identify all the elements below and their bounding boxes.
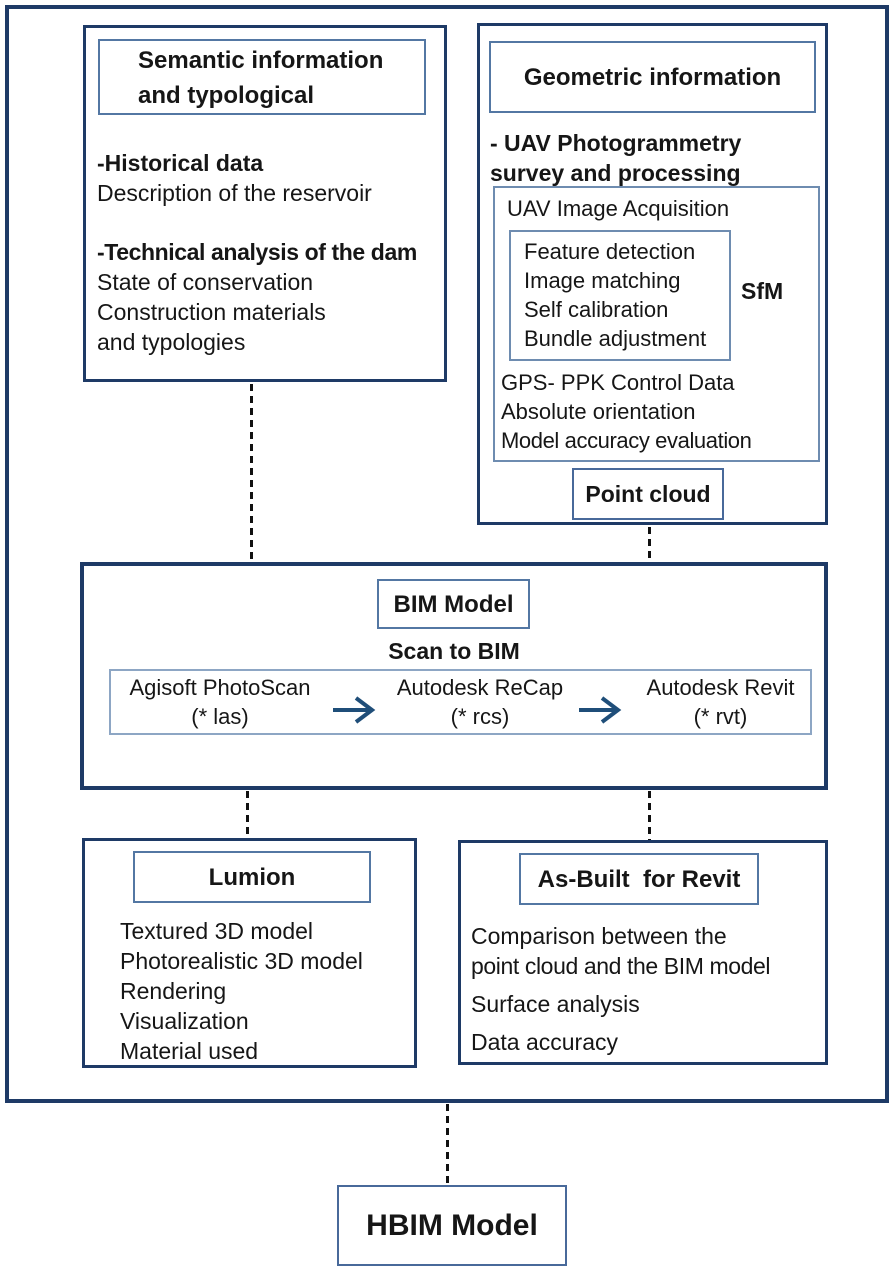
- technical-line: Construction materials: [97, 299, 326, 325]
- tool-name: Agisoft PhotoScan: [129, 675, 311, 700]
- bim-model-label: BIM Model: [393, 590, 514, 618]
- point-cloud-box: Point cloud: [572, 468, 724, 520]
- dashed-connector-geometric-to-bim: [648, 527, 651, 562]
- sfm-step: Image matching: [524, 268, 681, 293]
- lumion-line: Textured 3D model: [120, 918, 314, 944]
- lumion-line: Rendering: [120, 978, 227, 1004]
- outer-frame: [5, 5, 889, 1103]
- hbim-model-label: HBIM Model: [366, 1208, 538, 1242]
- bim-model-header: BIM Model: [377, 579, 530, 629]
- semantic-header-line1: Semantic information: [138, 47, 384, 74]
- post-processing-line: GPS- PPK Control Data: [501, 370, 735, 395]
- as-built-comparison-line2: point cloud and the BIM model: [471, 953, 771, 979]
- bim-model-box: BIM Model Scan to BIM Agisoft PhotoScan …: [80, 562, 828, 790]
- spacer: [97, 208, 445, 237]
- lumion-header: Lumion: [133, 851, 371, 903]
- tool-format: (* rvt): [693, 704, 748, 729]
- technical-line: State of conservation: [97, 269, 314, 295]
- historical-data-heading: -Historical data: [97, 150, 264, 176]
- lumion-line: Visualization: [120, 1008, 249, 1034]
- technical-line: and typologies: [97, 329, 246, 355]
- lumion-box: Lumion Textured 3D model Photorealistic …: [82, 838, 417, 1068]
- tool-autodesk-revit: Autodesk Revit (* rvt): [631, 671, 810, 733]
- lumion-line: Material used: [120, 1038, 259, 1064]
- sfm-step: Feature detection: [524, 239, 696, 264]
- sfm-label: SfM: [741, 278, 784, 304]
- hbim-model-box: HBIM Model: [337, 1185, 567, 1266]
- sfm-step: Bundle adjustment: [524, 326, 707, 351]
- flow-arrow-icon: [575, 671, 631, 733]
- point-cloud-label: Point cloud: [585, 481, 711, 507]
- uav-processing-box: UAV Image Acquisition Feature detection …: [493, 186, 820, 462]
- lumion-label: Lumion: [208, 863, 296, 891]
- as-built-line: Data accuracy: [471, 1029, 619, 1055]
- geometric-info-header: Geometric information: [489, 41, 816, 113]
- flow-arrow-icon: [329, 671, 385, 733]
- tool-autodesk-recap: Autodesk ReCap (* rcs): [385, 671, 575, 733]
- as-built-header: As-Built for Revit: [519, 853, 759, 905]
- tool-format: (* las): [191, 704, 249, 729]
- as-built-box: As-Built for Revit Comparison between th…: [458, 840, 828, 1065]
- scan-to-bim-pipeline: Agisoft PhotoScan (* las) Autodesk ReCap…: [109, 669, 812, 735]
- geometric-header-label: Geometric information: [523, 63, 782, 91]
- sfm-step: Self calibration: [524, 297, 669, 322]
- geometric-info-box: Geometric information - UAV Photogrammet…: [477, 23, 828, 525]
- dashed-connector-bim-to-lumion: [246, 791, 249, 838]
- semantic-header-line2: and typological: [138, 82, 315, 109]
- tool-format: (* rcs): [450, 704, 510, 729]
- semantic-info-box: Semantic information and typological -Hi…: [83, 25, 447, 382]
- semantic-info-header: Semantic information and typological: [98, 39, 426, 115]
- technical-analysis-heading: -Technical analysis of the dam: [97, 239, 417, 265]
- lumion-line: Photorealistic 3D model: [120, 948, 363, 974]
- dashed-connector-semantic-to-bim: [250, 384, 253, 562]
- tool-agisoft-photoscan: Agisoft PhotoScan (* las): [111, 671, 329, 733]
- post-processing-line: Absolute orientation: [501, 399, 696, 424]
- sfm-steps-box: Feature detection Image matching Self ca…: [509, 230, 731, 361]
- uav-heading-line2: survey and processing: [490, 160, 741, 186]
- as-built-label: As-Built for Revit: [537, 865, 741, 893]
- historical-data-line: Description of the reservoir: [97, 180, 372, 206]
- tool-name: Autodesk Revit: [646, 675, 795, 700]
- as-built-comparison-line1: Comparison between the: [471, 923, 727, 949]
- dashed-connector-to-hbim: [446, 1104, 449, 1185]
- as-built-line: Surface analysis: [471, 991, 640, 1017]
- tool-name: Autodesk ReCap: [396, 675, 564, 700]
- scan-to-bim-label: Scan to BIM: [388, 638, 520, 664]
- uav-heading-line1: - UAV Photogrammetry: [490, 130, 742, 156]
- uav-image-acquisition-label: UAV Image Acquisition: [507, 196, 730, 221]
- dashed-connector-bim-to-asbuilt: [648, 791, 651, 840]
- post-processing-line: Model accuracy evaluation: [501, 428, 752, 453]
